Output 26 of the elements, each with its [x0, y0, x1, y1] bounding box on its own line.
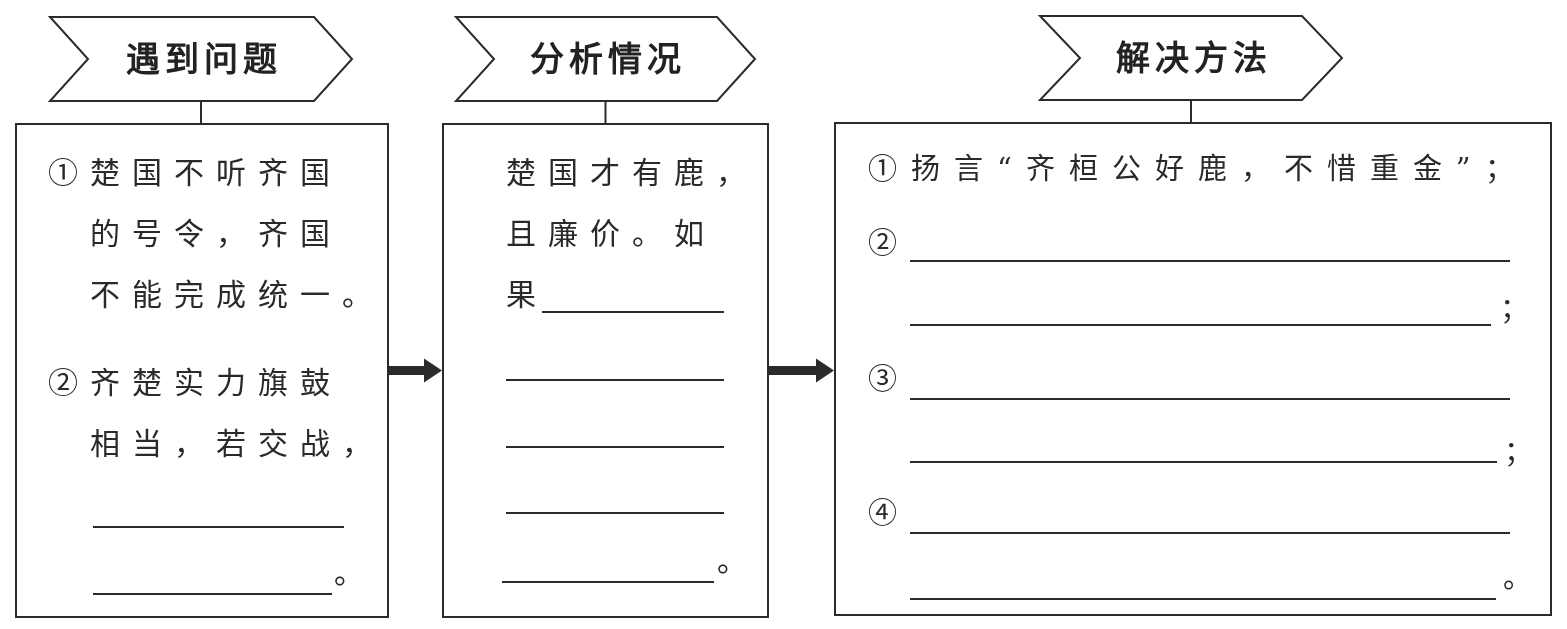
punctuation-mark: 。: [334, 558, 364, 588]
item-text: ①扬言“齐桓公好鹿，不惜重金”；: [868, 151, 1528, 188]
text-box: [15, 123, 389, 618]
banner-heading: 解决方法: [1114, 38, 1272, 78]
punctuation-mark: ；: [1500, 295, 1529, 324]
punctuation-mark: 。: [717, 546, 747, 576]
item-number: ②: [868, 225, 897, 262]
text-box: [442, 123, 769, 618]
prompt-text: 楚国才有鹿，且廉价。如果: [506, 154, 758, 309]
banner-heading: 分析情况: [529, 39, 686, 79]
punctuation-mark: ；: [1504, 438, 1533, 467]
chevron-banner: [1040, 16, 1342, 100]
chevron-banner: [456, 17, 755, 101]
item-text: ①楚国不听齐国的号令，齐国不能完成统一。: [48, 154, 384, 314]
item-number: ④: [868, 495, 897, 532]
connector-line: [604, 100, 607, 124]
text-box: [834, 122, 1552, 616]
connector-line: [1190, 99, 1192, 123]
arrow: [769, 358, 834, 383]
punctuation-mark: 。: [1503, 564, 1532, 593]
arrow: [389, 358, 442, 383]
item-number: ③: [868, 361, 897, 398]
banner-heading: 遇到问题: [124, 39, 282, 79]
chevron-banner: [50, 17, 352, 101]
connector-line: [200, 100, 202, 124]
item-text: ②齐楚实力旗鼓相当，若交战，: [48, 364, 384, 463]
